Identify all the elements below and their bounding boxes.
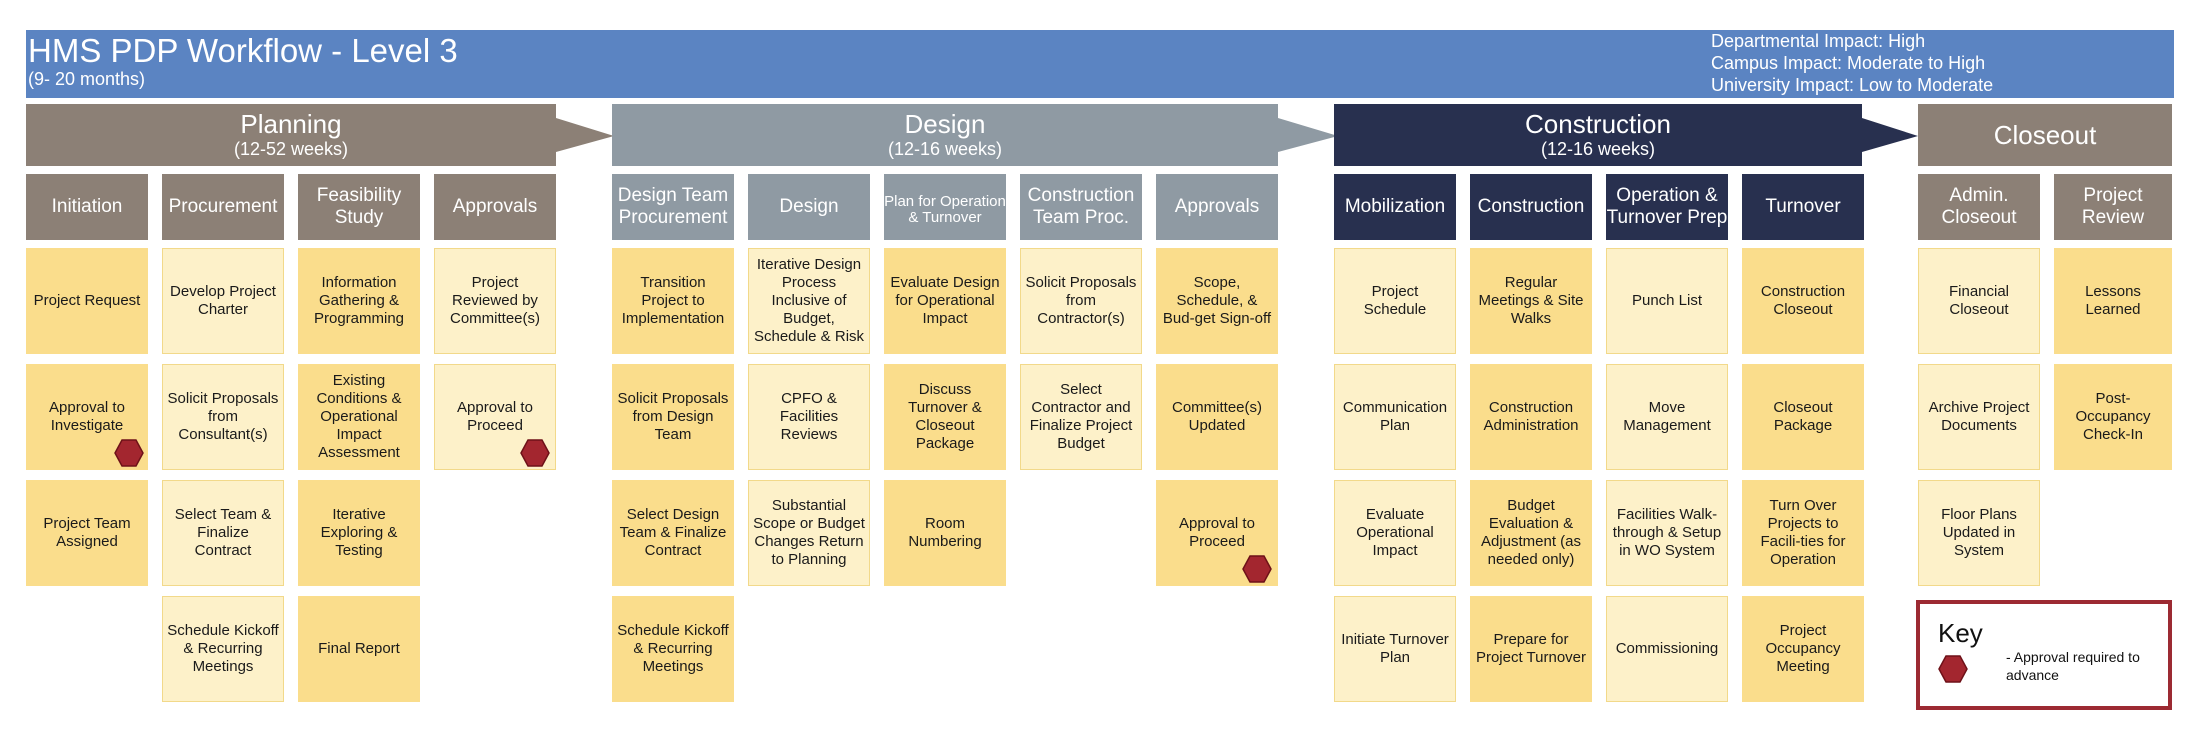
task-card: Closeout Package: [1742, 364, 1864, 470]
col-heading-design-approvals: Approvals: [1156, 174, 1278, 240]
task-card: Facilities Walk-through & Setup in WO Sy…: [1606, 480, 1728, 586]
task-card: Develop Project Charter: [162, 248, 284, 354]
col-heading-feasibility-study: Feasibility Study: [298, 174, 420, 240]
task-card: Solicit Proposals from Design Team: [612, 364, 734, 470]
impact-departmental: Departmental Impact: High: [1711, 31, 1926, 51]
phase-construction-duration: (12-16 weeks): [1540, 139, 1656, 159]
col-heading-mobilization: Mobilization: [1334, 174, 1456, 240]
col-heading-design: Design: [748, 174, 870, 240]
task-card: Turn Over Projects to Facili-ties for Op…: [1742, 480, 1864, 586]
phase-planning-name: Planning: [240, 109, 342, 139]
closeout-banner-shape: [1918, 104, 2172, 166]
col-heading-design-team-procurement: Design Team Procurement: [612, 174, 734, 240]
phase-design: Design (12-16 weeks): [612, 104, 1278, 166]
phase-arrows: [26, 104, 2172, 166]
task-card: Financial Closeout: [1918, 248, 2040, 354]
approval-hexagon-icon: [520, 439, 550, 467]
col-heading-admin-closeout: Admin. Closeout: [1918, 174, 2040, 240]
task-card: Punch List: [1606, 248, 1728, 354]
task-card: Project Occupancy Meeting: [1742, 596, 1864, 702]
task-card: CPFO & Facilities Reviews: [748, 364, 870, 470]
task-card: Lessons Learned: [2054, 248, 2172, 354]
task-card: Discuss Turnover & Closeout Package: [884, 364, 1006, 470]
construction-arrow-shape: [1334, 104, 1918, 166]
task-card: Construction Closeout: [1742, 248, 1864, 354]
legend-label: - Approval required to advance: [2006, 649, 2140, 683]
task-card: Approval to Proceed: [434, 364, 556, 470]
task-card: Committee(s) Updated: [1156, 364, 1278, 470]
phase-planning-duration: (12-52 weeks): [233, 139, 349, 159]
task-card: Schedule Kickoff & Recurring Meetings: [612, 596, 734, 702]
page-subtitle: (9- 20 months): [28, 69, 146, 89]
col-heading-construction-team-proc: Construction Team Proc.: [1020, 174, 1142, 240]
task-card: Solicit Proposals from Contractor(s): [1020, 248, 1142, 354]
task-card: Commissioning: [1606, 596, 1728, 702]
task-card: Post-Occupancy Check-In: [2054, 364, 2172, 470]
task-card: Project Schedule: [1334, 248, 1456, 354]
phase-construction: Construction (12-16 weeks): [1334, 104, 1862, 166]
design-arrow-shape: [612, 104, 1338, 166]
task-card: Existing Conditions & Operational Impact…: [298, 364, 420, 470]
task-card: Regular Meetings & Site Walks: [1470, 248, 1592, 354]
col-heading-planning-approvals: Approvals: [434, 174, 556, 240]
legend-key: Key - Approval required to advance: [1916, 600, 2172, 710]
legend-title: Key: [1938, 618, 1983, 648]
task-card: Floor Plans Updated in System: [1918, 480, 2040, 586]
phase-design-duration: (12-16 weeks): [887, 139, 1003, 159]
task-card: Iterative Exploring & Testing: [298, 480, 420, 586]
task-card: Project Team Assigned: [26, 480, 148, 586]
approval-hexagon-icon: [1242, 555, 1272, 583]
phase-planning: Planning (12-52 weeks): [26, 104, 556, 166]
phase-construction-name: Construction: [1525, 109, 1671, 139]
task-card: Move Management: [1606, 364, 1728, 470]
task-card: Construction Administration: [1470, 364, 1592, 470]
col-heading-operation-turnover-prep: Operation & Turnover Prep: [1606, 174, 1728, 240]
task-card: Scope, Schedule, & Bud-get Sign-off: [1156, 248, 1278, 354]
task-card: Solicit Proposals from Consultant(s): [162, 364, 284, 470]
col-heading-initiation: Initiation: [26, 174, 148, 240]
col-heading-procurement: Procurement: [162, 174, 284, 240]
task-card: Schedule Kickoff & Recurring Meetings: [162, 596, 284, 702]
task-card: Initiate Turnover Plan: [1334, 596, 1456, 702]
col-heading-construction: Construction: [1470, 174, 1592, 240]
task-card: Project Reviewed by Committee(s): [434, 248, 556, 354]
task-card: Select Contractor and Finalize Project B…: [1020, 364, 1142, 470]
task-card: Substantial Scope or Budget Changes Retu…: [748, 480, 870, 586]
task-card: Project Request: [26, 248, 148, 354]
task-card: Iterative Design Process Inclusive of Bu…: [748, 248, 870, 354]
task-card: Archive Project Documents: [1918, 364, 2040, 470]
task-card: Select Team & Finalize Contract: [162, 480, 284, 586]
phase-design-name: Design: [904, 109, 986, 139]
col-heading-turnover: Turnover: [1742, 174, 1864, 240]
task-card: Room Numbering: [884, 480, 1006, 586]
task-card: Prepare for Project Turnover: [1470, 596, 1592, 702]
task-card: Final Report: [298, 596, 420, 702]
title-bar: HMS PDP Workflow - Level 3 (9- 20 months…: [26, 30, 2174, 98]
task-card: Communication Plan: [1334, 364, 1456, 470]
task-card: Evaluate Design for Operational Impact: [884, 248, 1006, 354]
legend-hexagon-icon: [1938, 655, 1968, 683]
task-card: Information Gathering & Programming: [298, 248, 420, 354]
impact-campus: Campus Impact: Moderate to High: [1711, 53, 1986, 73]
task-card: Evaluate Operational Impact: [1334, 480, 1456, 586]
col-heading-project-review: Project Review: [2054, 174, 2172, 240]
planning-arrow-shape: [26, 104, 614, 166]
col-heading-plan-for-operation: Plan for Operation & Turnover: [884, 174, 1006, 240]
impact-university: University Impact: Low to Moderate: [1711, 75, 1994, 95]
phase-closeout: Closeout: [1918, 104, 2172, 166]
phase-closeout-name: Closeout: [1993, 120, 2097, 150]
page-title: HMS PDP Workflow - Level 3: [28, 32, 458, 69]
approval-hexagon-icon: [114, 439, 144, 467]
task-card: Transition Project to Implementation: [612, 248, 734, 354]
impact-summary: Departmental Impact: High Campus Impact:…: [1711, 30, 1993, 96]
task-card: Budget Evaluation & Adjustment (as neede…: [1470, 480, 1592, 586]
task-card: Select Design Team & Finalize Contract: [612, 480, 734, 586]
